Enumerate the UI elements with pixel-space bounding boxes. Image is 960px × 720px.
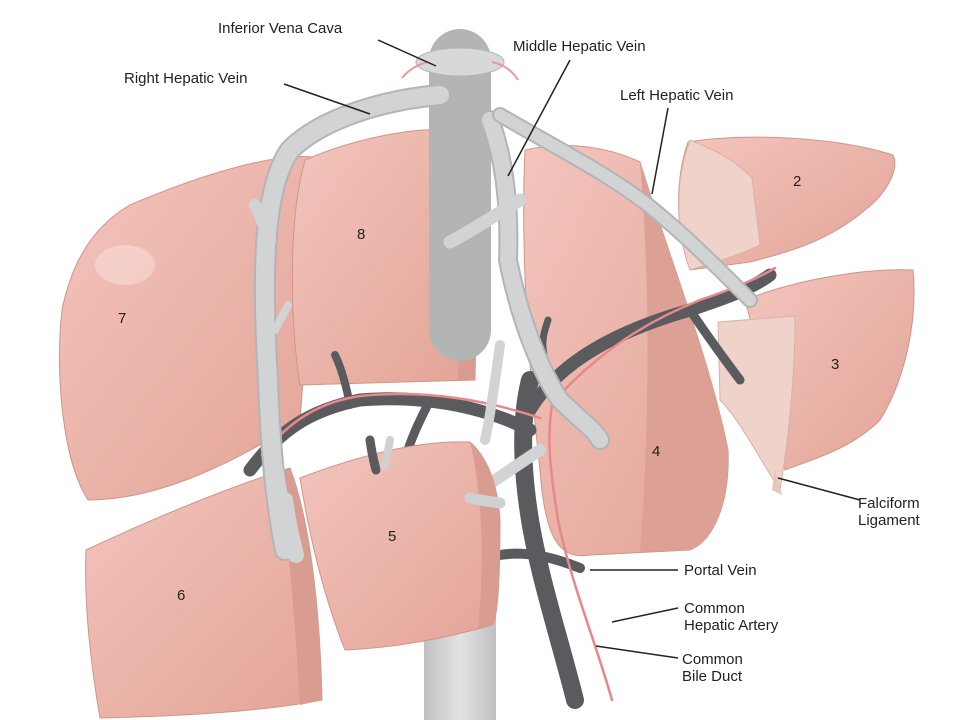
leader-right-hepatic-vein [283,83,371,115]
label-middle-hepatic-vein: Middle Hepatic Vein [513,38,646,55]
segment-4-number: 4 [652,443,661,460]
label-falciform-ligament: Falciform Ligament [858,495,920,529]
label-bile-duct-line2: Bile Duct [682,668,743,685]
leader-falciform [777,477,861,501]
segment-7-lobe [58,155,321,501]
segment-5-number: 5 [388,528,397,545]
ivc-top [415,47,505,77]
leader-ivc [377,39,437,67]
label-hepatic-artery-line1: Common [684,600,745,617]
label-portal-vein: Portal Vein [684,562,757,579]
leader-bile-duct [595,645,679,659]
label-falciform-line1: Falciform [858,495,920,512]
segment-5-branches [365,435,506,509]
leader-middle-hepatic-vein [507,59,571,177]
leader-lines [283,39,861,659]
label-bile-duct-line1: Common [682,651,743,668]
segment-3-ligament-face [717,315,796,492]
right-hepatic-vein-end [277,492,304,563]
segment-7-number: 7 [118,310,127,327]
segment-3-number: 3 [831,356,840,373]
label-falciform-line2: Ligament [858,512,920,529]
label-left-hepatic-vein: Left Hepatic Vein [620,87,734,104]
label-common-hepatic-artery: Common Hepatic Artery [684,600,778,634]
leader-hepatic-artery [611,607,679,623]
label-inferior-vena-cava: Inferior Vena Cava [218,20,343,37]
segment-8-number: 8 [357,226,366,243]
hepatic-veins [249,29,758,561]
label-common-bile-duct: Common Bile Duct [682,651,743,685]
leader-left-hepatic-vein [651,107,669,195]
label-right-hepatic-vein: Right Hepatic Vein [124,70,248,87]
segment-6-number: 6 [177,587,186,604]
label-hepatic-artery-line2: Hepatic Artery [684,617,779,634]
segment-2-number: 2 [793,173,802,190]
segment-5-lobe [299,441,501,651]
